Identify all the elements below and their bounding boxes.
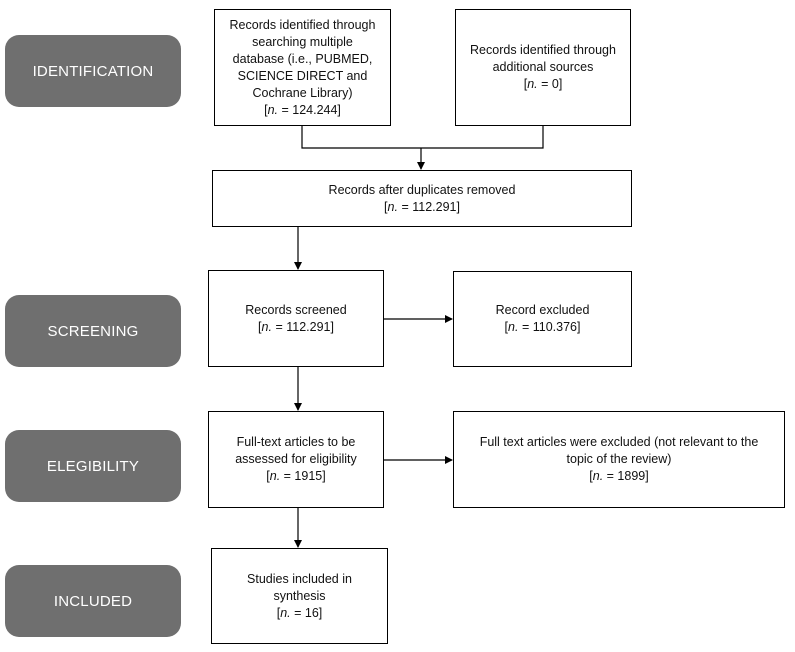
- box-text-line: Record excluded: [495, 303, 590, 317]
- box-count: [n. = 16]: [277, 605, 323, 622]
- stage-label: ELEGIBILITY: [46, 457, 140, 475]
- box-records-database: Records identified through searching mult…: [214, 9, 391, 126]
- count-label: n.: [267, 102, 278, 117]
- count-value: = 112.291]: [271, 319, 334, 334]
- count-value: = 1899]: [603, 469, 649, 483]
- box-text-line: Records identified through: [470, 43, 616, 57]
- count-value: = 1915]: [280, 469, 326, 483]
- count-bracket: [: [523, 77, 528, 91]
- box-text-line: synthesis: [273, 588, 326, 603]
- connector-additional-merge: [421, 126, 544, 149]
- box-text-line: Full-text articles to be: [236, 435, 356, 449]
- box-text-line: Studies included in: [247, 571, 352, 586]
- box-text-line: Records screened: [245, 302, 347, 317]
- box-text-line: searching multiple: [252, 34, 353, 49]
- connector-db-merge: [301, 126, 421, 149]
- box-text-line: Records identified through: [229, 17, 376, 32]
- count-bracket: [: [504, 320, 509, 334]
- count-bracket: [: [266, 469, 270, 483]
- box-count: [n. = 1915]: [266, 468, 325, 485]
- count-label: n.: [387, 199, 398, 214]
- box-text-line: database (i.e., PUBMED,: [232, 51, 373, 66]
- box-count: [n. = 110.376]: [505, 319, 581, 336]
- stage-screening: SCREENING: [5, 295, 181, 367]
- count-label: n.: [261, 319, 272, 334]
- box-fulltext-assessed: Full-text articles to be assessed for eli…: [208, 411, 384, 508]
- count-value: = 124.244]: [278, 102, 341, 117]
- box-text-line: topic of the review): [566, 452, 672, 466]
- box-duplicates-removed: Records after duplicates removed [n. = 11…: [212, 170, 632, 227]
- count-label: n.: [269, 469, 281, 483]
- count-bracket: [: [589, 469, 593, 483]
- count-value: = 112.291]: [397, 199, 460, 214]
- count-value: = 0]: [537, 77, 563, 91]
- count-bracket: [: [384, 199, 388, 214]
- box-count: [n. = 124.244]: [264, 102, 341, 119]
- box-fulltext-excluded: Full text articles were excluded (not re…: [453, 411, 785, 508]
- box-text-line: additional sources: [492, 60, 594, 74]
- box-text-line: Records after duplicates removed: [328, 182, 516, 197]
- stage-label: SCREENING: [47, 322, 139, 340]
- count-bracket: [: [264, 102, 268, 117]
- count-label: n.: [592, 469, 604, 483]
- box-count: [n. = 0]: [524, 76, 563, 93]
- box-text-line: Full text articles were excluded (not re…: [479, 435, 759, 449]
- count-bracket: [: [276, 605, 281, 620]
- box-text-line: SCIENCE DIRECT and: [237, 68, 368, 83]
- box-count: [n. = 112.291]: [384, 199, 460, 216]
- stage-label: IDENTIFICATION: [32, 62, 154, 80]
- stage-eligibility: ELEGIBILITY: [5, 430, 181, 502]
- count-bracket: [: [258, 319, 262, 334]
- box-records-additional: Records identified through additional sou…: [455, 9, 631, 126]
- stage-identification: IDENTIFICATION: [5, 35, 181, 107]
- stage-label: INCLUDED: [53, 592, 133, 610]
- box-records-screened: Records screened [n. = 112.291]: [208, 270, 384, 367]
- stage-included: INCLUDED: [5, 565, 181, 637]
- count-label: n.: [527, 77, 538, 91]
- box-text-line: assessed for eligibility: [235, 452, 357, 466]
- count-value: = 110.376]: [518, 320, 581, 334]
- box-text-line: Cochrane Library): [252, 85, 353, 100]
- box-records-excluded: Record excluded [n. = 110.376]: [453, 271, 632, 367]
- count-label: n.: [280, 605, 291, 620]
- box-count: [n. = 112.291]: [258, 319, 334, 336]
- box-count: [n. = 1899]: [589, 468, 648, 485]
- count-value: = 16]: [290, 605, 323, 620]
- count-label: n.: [508, 320, 519, 334]
- box-studies-included: Studies included in synthesis [n. = 16]: [211, 548, 388, 644]
